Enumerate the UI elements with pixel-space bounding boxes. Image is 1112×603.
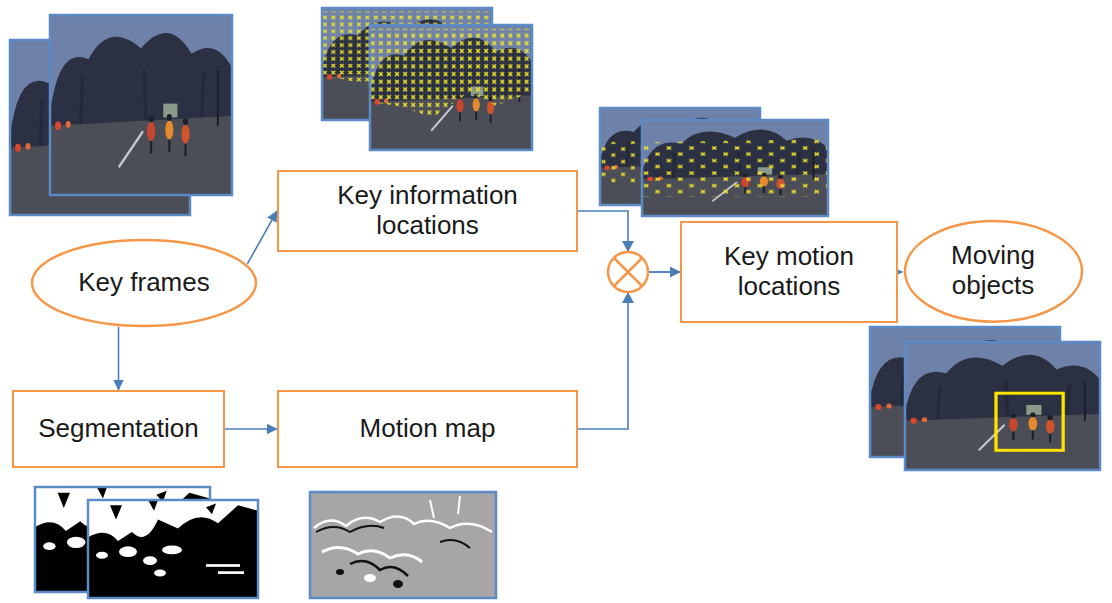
video-frame bbox=[905, 342, 1100, 470]
frame-border bbox=[905, 342, 1100, 470]
arrow-head bbox=[622, 241, 634, 252]
video-frame bbox=[370, 25, 532, 150]
key-motion-photos bbox=[600, 108, 828, 216]
mask-image bbox=[88, 500, 258, 598]
key-frame-photos bbox=[10, 15, 232, 215]
operator-circle bbox=[608, 252, 648, 292]
motion-map-image bbox=[310, 492, 496, 598]
multiply-symbol bbox=[608, 241, 648, 303]
flow-arrow bbox=[118, 327, 120, 390]
node-label: Key frames bbox=[78, 268, 210, 298]
key-information-photos bbox=[322, 8, 532, 150]
flow-arrow bbox=[247, 211, 277, 264]
node-label: Motion map bbox=[360, 414, 496, 444]
frame-border bbox=[642, 120, 828, 216]
flow-arrow bbox=[898, 271, 903, 273]
process-box: Key motion locations bbox=[680, 221, 898, 323]
frame-border bbox=[88, 500, 258, 598]
segmentation-masks bbox=[35, 487, 258, 598]
detection-box bbox=[996, 393, 1063, 450]
end-ellipse: Moving objects bbox=[903, 219, 1084, 324]
mask-image bbox=[310, 492, 496, 598]
node-label: Key information locations bbox=[313, 181, 543, 241]
arrow-head bbox=[622, 292, 634, 303]
process-box: Motion map bbox=[277, 390, 578, 468]
video-frame bbox=[642, 120, 828, 216]
frame-border bbox=[310, 492, 496, 598]
frame-border bbox=[50, 15, 232, 195]
frame-border bbox=[370, 25, 532, 150]
node-label: Moving objects bbox=[938, 241, 1048, 301]
video-frame bbox=[50, 15, 232, 195]
flow-arrow bbox=[225, 428, 277, 430]
process-box: Segmentation bbox=[12, 390, 225, 468]
node-label: Key motion locations bbox=[699, 242, 879, 302]
node-label: Segmentation bbox=[38, 414, 198, 444]
flow-arrow bbox=[578, 272, 680, 429]
motion-points bbox=[642, 139, 828, 197]
feature-points bbox=[370, 29, 532, 117]
moving-object-photos bbox=[870, 327, 1100, 470]
start-ellipse: Key frames bbox=[30, 238, 258, 328]
operator-cross bbox=[614, 258, 642, 286]
process-box: Key information locations bbox=[277, 170, 578, 252]
